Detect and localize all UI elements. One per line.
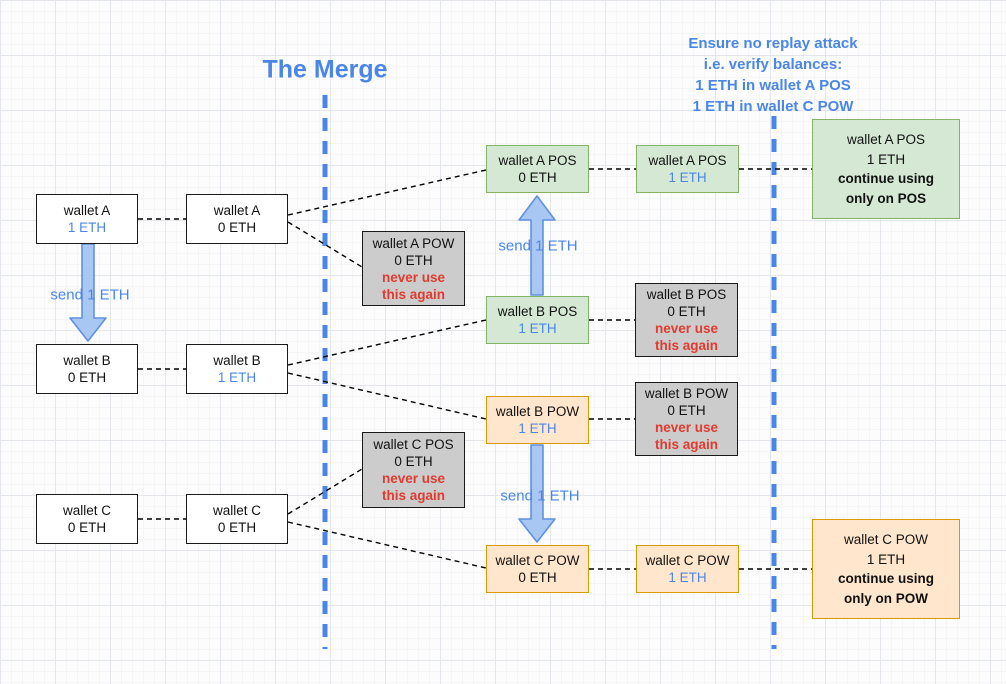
send-label-up: send 1 ETH <box>498 237 578 255</box>
wallet-a-pos-1eth-box: wallet A POS 1 ETH <box>636 145 739 193</box>
replay-attack-note: Ensure no replay attack i.e. verify bala… <box>688 33 857 117</box>
wallet-a-pow-dead-box: wallet A POW 0 ETH never use this again <box>362 231 465 306</box>
send-arrow-down-left <box>69 243 107 342</box>
box-title: wallet B POW <box>495 404 580 419</box>
box-value: 1 ETH <box>866 551 906 567</box>
box-title: wallet A POW <box>372 235 455 251</box>
wallet-a-pos-final-box: wallet A POS 1 ETH continue using only o… <box>812 119 960 219</box>
wallet-c-pow-1eth-box: wallet C POW 1 ETH <box>636 545 739 593</box>
wallet-b-pos-dead-box: wallet B POS 0 ETH never use this again <box>635 283 738 357</box>
wallet-b-after-receive-box: wallet B 1 ETH <box>186 344 288 394</box>
diagram-title: The Merge <box>262 55 388 84</box>
wallet-a-pos-0eth-box: wallet A POS 0 ETH <box>486 145 589 193</box>
wallet-c-unchanged-box: wallet C 0 ETH <box>186 494 288 544</box>
box-warning: this again <box>381 488 445 503</box>
box-value: 1 ETH <box>67 220 107 235</box>
note-line: 1 ETH in wallet C POW <box>692 98 854 115</box>
box-value: 1 ETH <box>518 321 557 336</box>
box-title: wallet C <box>212 503 261 518</box>
box-value: 0 ETH <box>394 252 433 268</box>
send-arrow-down-middle <box>518 444 556 543</box>
box-value: 0 ETH <box>667 304 706 319</box>
box-value: 0 ETH <box>518 570 557 585</box>
box-title: wallet A POS <box>498 153 577 168</box>
box-value: 0 ETH <box>394 454 433 469</box>
dashed-connector <box>287 468 363 515</box>
box-value: 1 ETH <box>668 170 707 185</box>
send-label-down: send 1 ETH <box>500 487 580 505</box>
box-title: wallet A POS <box>846 132 926 147</box>
box-value: 0 ETH <box>518 170 557 185</box>
dashed-connector <box>287 221 363 268</box>
wallet-b-pos-1eth-box: wallet B POS 1 ETH <box>486 296 589 344</box>
box-title: wallet C POW <box>495 553 580 568</box>
box-value: 1 ETH <box>668 570 707 585</box>
box-title: wallet C POW <box>843 532 928 547</box>
wallet-c-pow-0eth-box: wallet C POW 0 ETH <box>486 545 589 593</box>
send-arrow-up-middle <box>518 195 556 296</box>
box-title: wallet B <box>63 353 111 368</box>
box-title: wallet B POS <box>497 304 578 319</box>
wallet-c-pos-dead-box: wallet C POS 0 ETH never use this again <box>362 432 465 508</box>
dashed-connector <box>287 169 487 216</box>
box-value: 0 ETH <box>67 520 107 535</box>
note-line: 1 ETH in wallet A POS <box>695 77 851 94</box>
box-note: only on POS <box>845 190 927 206</box>
note-line: Ensure no replay attack <box>688 35 858 52</box>
box-warning: never use <box>381 471 446 486</box>
wallet-c-initial-box: wallet C 0 ETH <box>36 494 138 544</box>
box-note: only on POW <box>844 590 928 606</box>
box-warning: this again <box>381 286 445 302</box>
box-value: 0 ETH <box>217 220 257 235</box>
wallet-c-pow-final-box: wallet C POW 1 ETH continue using only o… <box>812 519 960 619</box>
box-title: wallet C <box>62 503 111 518</box>
dashed-connector <box>287 372 487 420</box>
box-warning: this again <box>654 437 718 452</box>
box-value: 0 ETH <box>67 370 107 385</box>
box-value: 1 ETH <box>217 370 257 385</box>
wallet-b-pow-1eth-box: wallet B POW 1 ETH <box>486 396 589 444</box>
wallet-a-initial-box: wallet A 1 ETH <box>36 194 138 244</box>
box-value: 1 ETH <box>518 421 557 436</box>
box-title: wallet B POW <box>644 386 729 401</box>
box-title: wallet A <box>63 203 111 218</box>
wallet-a-after-send-box: wallet A 0 ETH <box>186 194 288 244</box>
box-warning: this again <box>654 338 718 353</box>
send-label-left: send 1 ETH <box>50 286 130 304</box>
note-line: i.e. verify balances: <box>703 56 843 73</box>
box-title: wallet B <box>213 353 261 368</box>
dashed-connector <box>287 319 487 366</box>
box-warning: never use <box>654 321 719 336</box>
box-value: 1 ETH <box>866 151 906 167</box>
box-title: wallet B POS <box>646 287 727 302</box>
box-title: wallet A POS <box>648 153 727 168</box>
box-warning: never use <box>381 269 446 285</box>
dashed-connector <box>287 521 487 569</box>
box-warning: never use <box>654 420 719 435</box>
box-value: 0 ETH <box>217 520 257 535</box>
box-note: continue using <box>838 171 934 186</box>
box-title: wallet A <box>213 203 261 218</box>
wallet-b-initial-box: wallet B 0 ETH <box>36 344 138 394</box>
wallet-b-pow-dead-box: wallet B POW 0 ETH never use this again <box>635 382 738 456</box>
box-note: continue using <box>838 571 934 586</box>
box-title: wallet C POS <box>373 437 454 452</box>
box-value: 0 ETH <box>667 403 706 418</box>
box-title: wallet C POW <box>645 553 730 568</box>
